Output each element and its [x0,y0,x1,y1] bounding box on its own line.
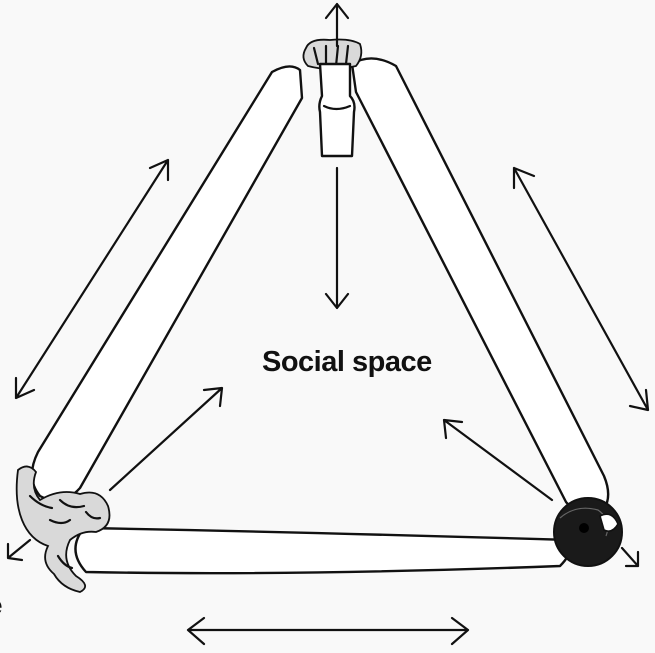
center-label: Social space [262,346,432,379]
edge-label-fragment: e [0,590,2,621]
left-tube [32,66,302,500]
arrow-outward-bottom-left [8,540,30,560]
dark-ball-joint-icon [554,498,622,566]
arrow-outward-bottom-right [622,548,638,566]
bottom-tube [75,528,570,573]
fabric-knot-icon [303,40,361,157]
arrow-down-center [326,168,348,308]
double-arrow-bottom [188,618,468,644]
